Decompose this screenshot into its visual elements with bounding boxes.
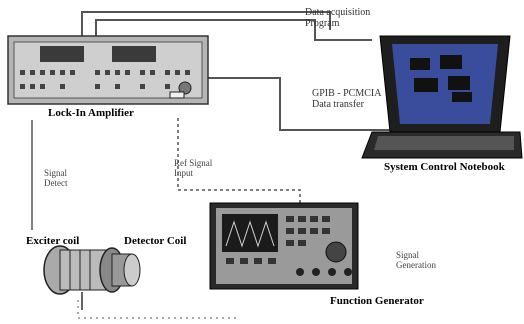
signal-detect-label: Signal Detect: [44, 168, 67, 188]
notebook-label: System Control Notebook: [384, 161, 505, 173]
daq-label-line1: Data acquisition: [305, 7, 371, 18]
daq-label: Data acquisition Program: [305, 7, 370, 29]
system-control-notebook: [361, 35, 523, 159]
gpib-label-line2: Data transfer: [312, 99, 364, 110]
ref-signal-cable: [177, 118, 301, 205]
fg-screen: [222, 214, 278, 252]
function-generator: [209, 202, 359, 290]
exciter-label: Exciter coil: [26, 235, 80, 247]
lockin-display-left: [40, 46, 84, 62]
gpib-label: GPIB - PCMCIA Data transfer: [312, 88, 381, 110]
screen-window-1: [410, 58, 430, 70]
detector-label: Detector Coil: [124, 235, 187, 247]
gpib-cable: [81, 11, 331, 36]
lockin-knob: [178, 81, 192, 95]
signal-generation-line1: Signal: [396, 250, 420, 260]
signal-generation-line2: Generation: [396, 260, 436, 270]
lockin-amplifier: [7, 35, 209, 105]
gpib-cable-2: [95, 19, 372, 41]
lockin-display-right: [112, 46, 156, 62]
coil-assembly: [43, 245, 141, 310]
lockin-label: Lock-In Amplifier: [48, 107, 134, 119]
screen-window-2: [440, 55, 462, 69]
ref-signal-label: Ref Signal Input: [174, 158, 212, 178]
ref-signal-line2: Input: [174, 168, 193, 178]
function-generator-label: Function Generator: [330, 295, 424, 307]
signal-detect-line2: Detect: [44, 178, 68, 188]
gpib-label-line1: GPIB - PCMCIA: [312, 88, 382, 99]
cable-lines: [31, 11, 402, 319]
signal-generation-label: Signal Generation: [396, 250, 436, 270]
screen-window-4: [448, 76, 470, 90]
fg-knob: [325, 241, 347, 263]
screen-window-3: [414, 78, 438, 92]
daq-label-line2: Program: [305, 18, 340, 29]
signal-detect-line1: Signal: [44, 168, 68, 178]
ref-signal-line1: Ref Signal: [174, 158, 213, 168]
excitation-cable: [77, 300, 240, 319]
notebook-cable: [205, 77, 402, 131]
